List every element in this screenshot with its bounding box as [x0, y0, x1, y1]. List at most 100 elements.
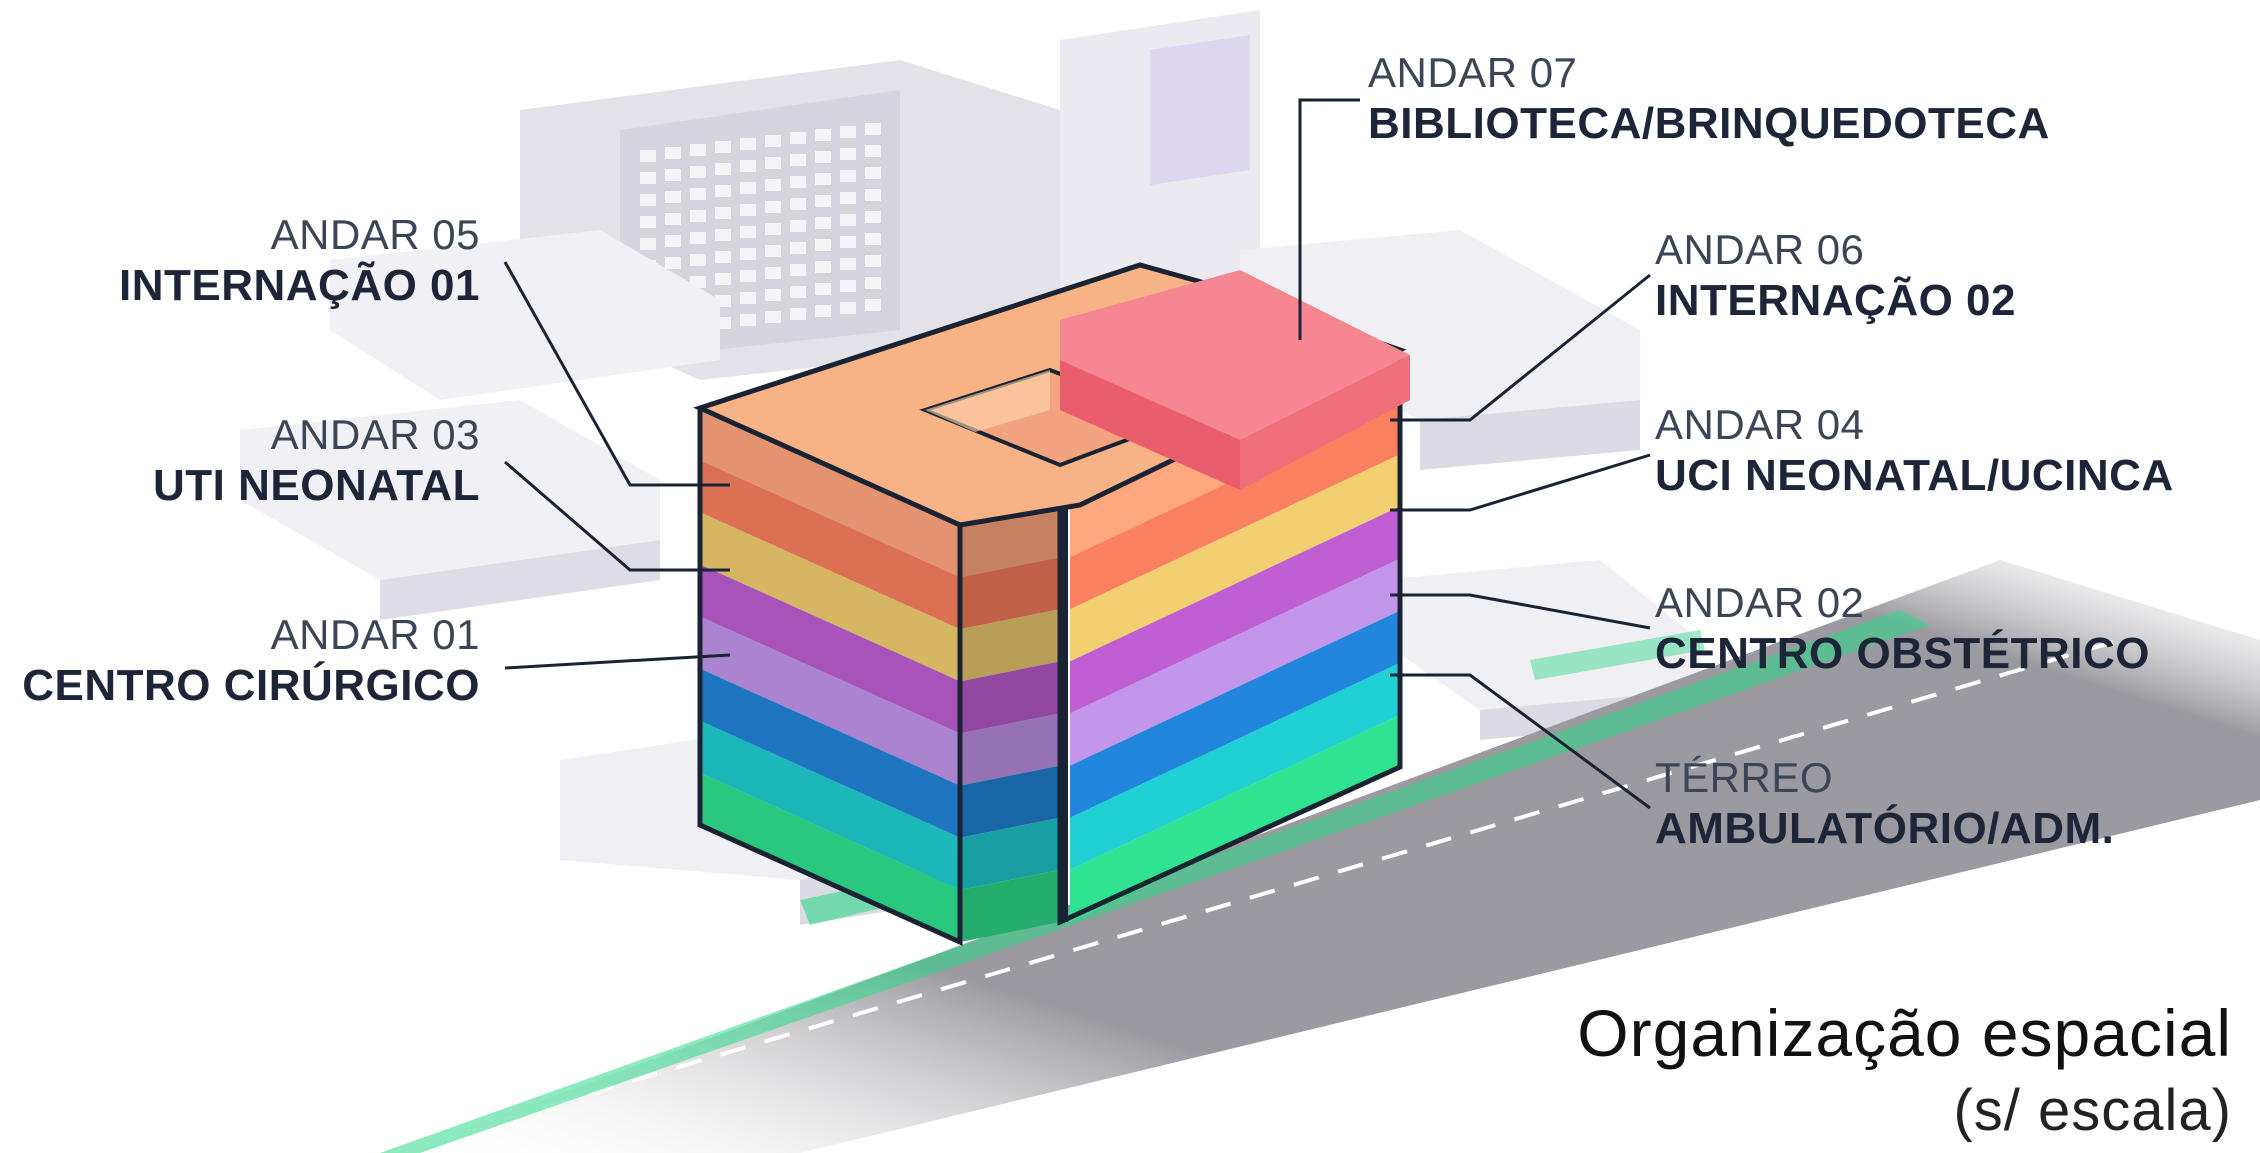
terreo-use: AMBULATÓRIO/ADM. [1655, 803, 2115, 853]
window [840, 214, 856, 226]
band-right-andar03 [1070, 506, 1400, 714]
window [815, 129, 831, 141]
window [815, 283, 831, 295]
andar01-use: CENTRO CIRÚRGICO [22, 660, 480, 710]
label-andar01: ANDAR 01 CENTRO CIRÚRGICO [10, 610, 480, 711]
andar06-use: INTERNAÇÃO 02 [1655, 275, 2016, 325]
band-right-andar05 [1070, 402, 1400, 610]
window [840, 148, 856, 160]
window [840, 258, 856, 270]
band-right-terreo [1070, 662, 1400, 870]
window [865, 299, 881, 311]
band-front-andar04 [960, 609, 1060, 682]
window [815, 195, 831, 207]
andar04-floor-name: ANDAR 04 [1655, 401, 1865, 448]
window [765, 289, 781, 301]
diagram-caption: Organização espacial (s/ escala) [1577, 995, 2232, 1144]
band-left-andar06 [700, 408, 960, 578]
window [790, 308, 806, 320]
window [740, 138, 756, 150]
window [840, 192, 856, 204]
label-andar05: ANDAR 05 INTERNAÇÃO 01 [60, 210, 480, 311]
window [740, 292, 756, 304]
window [790, 176, 806, 188]
andar03-floor-name: ANDAR 03 [270, 411, 480, 458]
window [765, 311, 781, 323]
window [765, 157, 781, 169]
window [865, 277, 881, 289]
band-front-andar01 [960, 765, 1060, 838]
window [865, 255, 881, 267]
window [765, 201, 781, 213]
band-front-terreo [960, 817, 1060, 890]
window [790, 242, 806, 254]
window [740, 248, 756, 260]
label-andar03: ANDAR 03 UTI NEONATAL [60, 410, 480, 511]
window [790, 132, 806, 144]
window [740, 160, 756, 172]
band-left-andar03 [700, 564, 960, 734]
window [815, 305, 831, 317]
band-front-andar03 [960, 661, 1060, 734]
window [790, 154, 806, 166]
window [865, 211, 881, 223]
band-left-andar04 [700, 512, 960, 682]
window [865, 189, 881, 201]
window [765, 179, 781, 191]
band-front-andar05 [960, 557, 1060, 630]
andar07-use: BIBLIOTECA/BRINQUEDOTECA [1368, 98, 2050, 148]
window [765, 135, 781, 147]
window [790, 286, 806, 298]
window [740, 226, 756, 238]
window [715, 141, 731, 153]
leader-andar02 [1390, 593, 1651, 630]
floor-stack-front-face [960, 505, 1060, 942]
window [815, 173, 831, 185]
andar05-use: INTERNAÇÃO 01 [119, 260, 480, 310]
window [765, 223, 781, 235]
leader-terreo [1390, 673, 1651, 810]
window [715, 229, 731, 241]
band-front-ground [960, 869, 1060, 942]
leader-andar04 [1390, 453, 1651, 512]
window [715, 207, 731, 219]
andar07-floor-name: ANDAR 07 [1368, 49, 1578, 96]
window [840, 302, 856, 314]
andar05-floor-name: ANDAR 05 [270, 211, 480, 258]
window [815, 239, 831, 251]
window [865, 233, 881, 245]
andar07-block [1060, 270, 1410, 440]
window [815, 151, 831, 163]
andar02-floor-name: ANDAR 02 [1655, 579, 1865, 626]
window [715, 185, 731, 197]
andar01-floor-name: ANDAR 01 [270, 611, 480, 658]
caption-title: Organização espacial [1577, 996, 2232, 1070]
andar02-use: CENTRO OBSTÉTRICO [1655, 628, 2150, 678]
label-andar02: ANDAR 02 CENTRO OBSTÉTRICO [1655, 578, 2255, 679]
caption-subtitle: (s/ escala) [1953, 1078, 2232, 1143]
leader-andar07 [1298, 98, 1360, 340]
band-right-ground [1070, 714, 1400, 922]
window [865, 167, 881, 179]
floor-stack-left-face [700, 408, 960, 942]
window [840, 280, 856, 292]
window [715, 163, 731, 175]
window [790, 198, 806, 210]
window [865, 123, 881, 135]
band-right-andar04 [1070, 454, 1400, 662]
andar04-use: UCI NEONATAL/UCINCA [1655, 450, 2174, 500]
band-left-andar02 [700, 616, 960, 786]
band-front-andar02 [960, 713, 1060, 786]
andar06-floor-name: ANDAR 06 [1655, 226, 1865, 273]
window [740, 204, 756, 216]
window [765, 245, 781, 257]
roof [693, 262, 1410, 528]
label-terreo: TÉRREO AMBULATÓRIO/ADM. [1655, 753, 2255, 854]
label-andar07: ANDAR 07 BIBLIOTECA/BRINQUEDOTECA [1368, 48, 2068, 149]
window [815, 217, 831, 229]
window [840, 170, 856, 182]
window [740, 314, 756, 326]
window [765, 267, 781, 279]
